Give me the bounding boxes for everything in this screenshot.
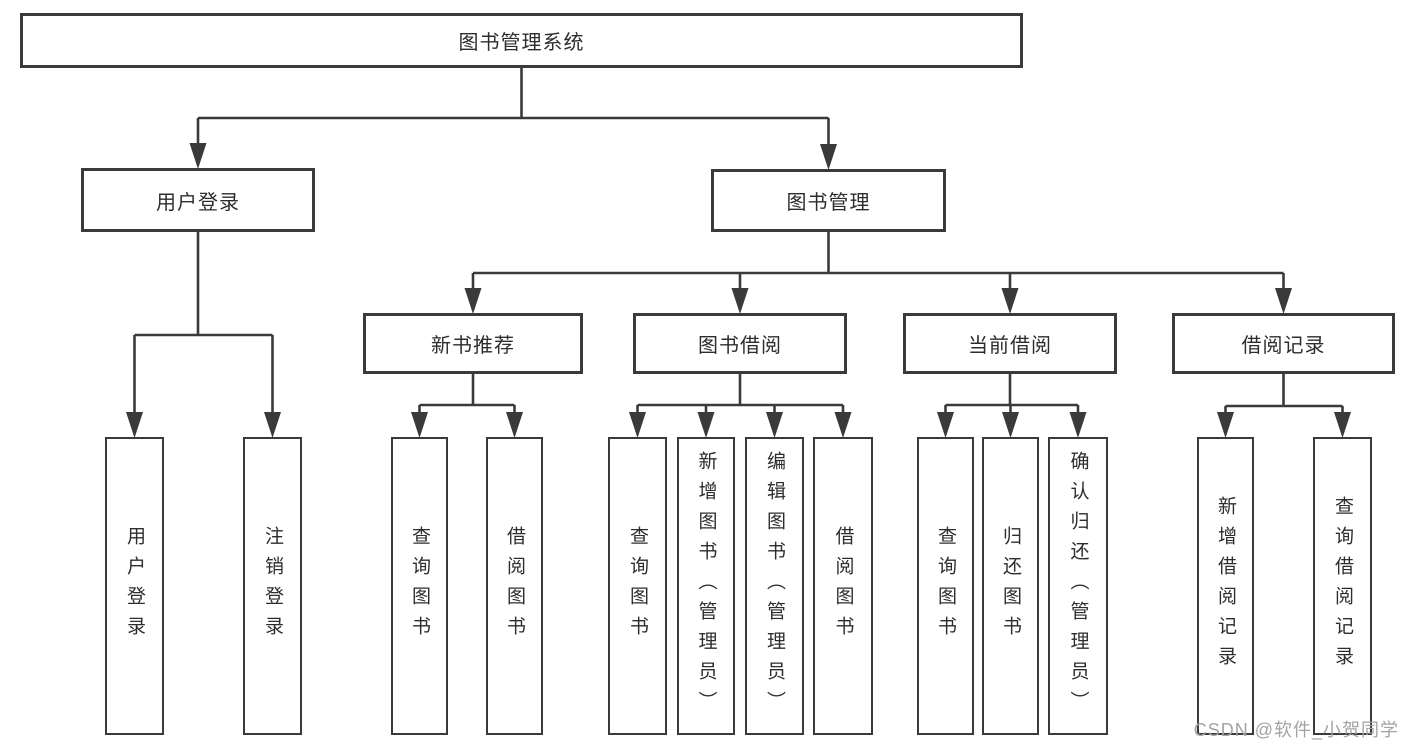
leaf-records-add-borrow-record: 新增借阅记录 [1197, 437, 1254, 735]
leaf-current-query-books-label: 查询图书 [935, 526, 956, 646]
node-book-borrowing-label: 图书借阅 [698, 335, 782, 357]
node-borrowing-records: 借阅记录 [1172, 313, 1395, 374]
leaf-newbook-borrow-books: 借阅图书 [486, 437, 543, 735]
leaf-logout-label: 注销登录 [262, 526, 283, 646]
leaf-logout: 注销登录 [243, 437, 302, 735]
leaf-current-confirm-return-admin-label: 确认归还（管理员） [1067, 451, 1089, 721]
node-book-management-system: 图书管理系统 [20, 13, 1023, 68]
node-borrowing-records-label: 借阅记录 [1241, 335, 1326, 357]
leaf-current-return-books-label: 归还图书 [1000, 526, 1021, 646]
leaf-user-login: 用户登录 [105, 437, 164, 735]
leaf-newbook-query-books-label: 查询图书 [409, 526, 430, 646]
leaf-records-query-borrow-record-label: 查询借阅记录 [1332, 496, 1353, 676]
leaf-records-add-borrow-record-label: 新增借阅记录 [1215, 496, 1236, 676]
node-book-management: 图书管理 [711, 169, 946, 232]
node-book-management-label: 图书管理 [786, 192, 871, 214]
node-user-login: 用户登录 [81, 168, 315, 232]
node-current-borrowing: 当前借阅 [903, 313, 1117, 374]
leaf-borrowing-edit-books-admin: 编辑图书（管理员） [745, 437, 804, 735]
leaf-borrowing-query-books-label: 查询图书 [627, 526, 648, 646]
leaf-current-confirm-return-admin: 确认归还（管理员） [1048, 437, 1108, 735]
leaf-newbook-borrow-books-label: 借阅图书 [504, 526, 525, 646]
node-user-login-label: 用户登录 [156, 191, 240, 214]
node-book-management-system-label: 图书管理系统 [458, 32, 585, 54]
leaf-newbook-query-books: 查询图书 [391, 437, 448, 735]
leaf-borrowing-borrow-books-label: 借阅图书 [832, 526, 854, 646]
leaf-borrowing-add-books-admin: 新增图书（管理员） [677, 437, 735, 735]
leaf-current-query-books: 查询图书 [917, 437, 974, 735]
leaf-borrowing-query-books: 查询图书 [608, 437, 667, 735]
leaf-user-login-label: 用户登录 [124, 526, 145, 646]
node-book-borrowing: 图书借阅 [633, 313, 847, 374]
leaf-borrowing-edit-books-admin-label: 编辑图书（管理员） [764, 451, 785, 721]
leaf-current-return-books: 归还图书 [982, 437, 1039, 735]
leaf-borrowing-add-books-admin-label: 新增图书（管理员） [695, 451, 717, 721]
node-new-book-recommendation-label: 新书推荐 [431, 335, 515, 357]
leaf-records-query-borrow-record: 查询借阅记录 [1313, 437, 1372, 735]
node-current-borrowing-label: 当前借阅 [968, 335, 1052, 357]
leaf-borrowing-borrow-books: 借阅图书 [813, 437, 873, 735]
node-new-book-recommendation: 新书推荐 [363, 313, 583, 374]
csdn-watermark: CSDN @软件_小贺同学 [1193, 720, 1399, 740]
